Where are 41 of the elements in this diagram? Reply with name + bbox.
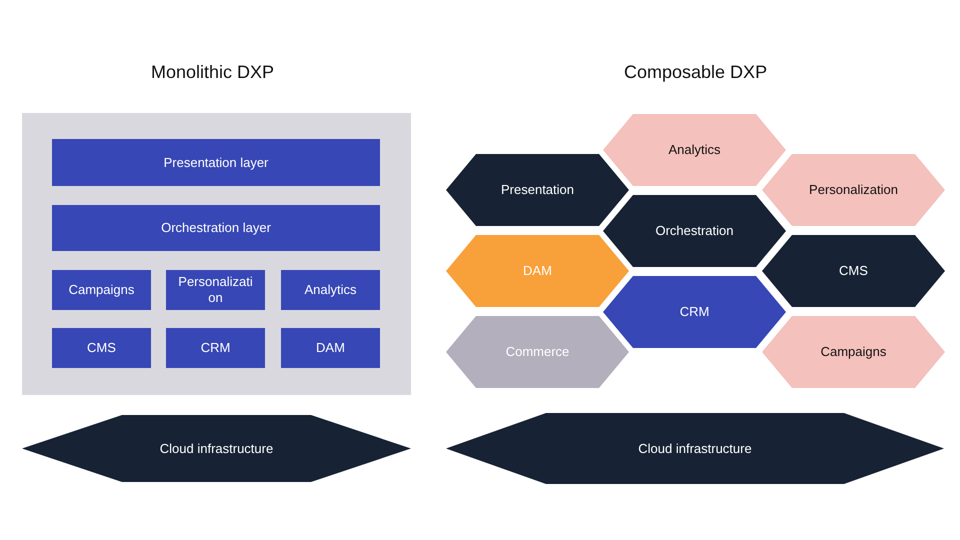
hexagon-block xyxy=(446,235,629,307)
hexagon-block xyxy=(22,415,411,482)
block-label: Cloud infrastructure xyxy=(638,440,752,456)
block-label: Cloud infrastructure xyxy=(160,440,274,456)
block-label: Orchestration xyxy=(655,223,734,239)
module-box xyxy=(52,270,151,310)
block-label: CRM xyxy=(200,340,230,356)
block-label: CRM xyxy=(680,304,710,320)
block-label: Personalization xyxy=(177,274,254,306)
hexagon-block xyxy=(762,154,945,226)
module-box xyxy=(52,139,380,186)
block-label: Analytics xyxy=(304,282,357,298)
module-box xyxy=(52,205,380,251)
module-box xyxy=(166,270,265,310)
block-label: CMS xyxy=(87,340,116,356)
module-box xyxy=(166,328,265,368)
block-label: CMS xyxy=(839,263,868,279)
hexagon-block xyxy=(446,154,629,226)
hexagon-block xyxy=(762,316,945,388)
hexagon-block xyxy=(603,114,786,186)
block-label: Orchestration layer xyxy=(161,220,271,236)
section-heading: Monolithic DXP xyxy=(151,62,274,83)
hexagon-block xyxy=(603,276,786,348)
block-label: Campaigns xyxy=(820,344,886,360)
module-box xyxy=(281,328,380,368)
hexagon-block xyxy=(762,235,945,307)
section-heading: Composable DXP xyxy=(624,62,768,83)
block-label: Personalization xyxy=(809,182,898,198)
hexagon-block xyxy=(446,316,629,388)
hexagon-block xyxy=(446,413,944,484)
module-box xyxy=(52,328,151,368)
module-box xyxy=(281,270,380,310)
block-label: Presentation layer xyxy=(164,154,268,170)
hexagon-block xyxy=(603,195,786,267)
block-label: Campaigns xyxy=(68,282,134,298)
block-label: Presentation xyxy=(501,182,574,198)
block-label: Commerce xyxy=(506,344,570,360)
block-label: DAM xyxy=(523,263,552,279)
block-label: Analytics xyxy=(668,142,721,158)
platform-panel xyxy=(22,113,411,395)
block-label: DAM xyxy=(316,340,345,356)
